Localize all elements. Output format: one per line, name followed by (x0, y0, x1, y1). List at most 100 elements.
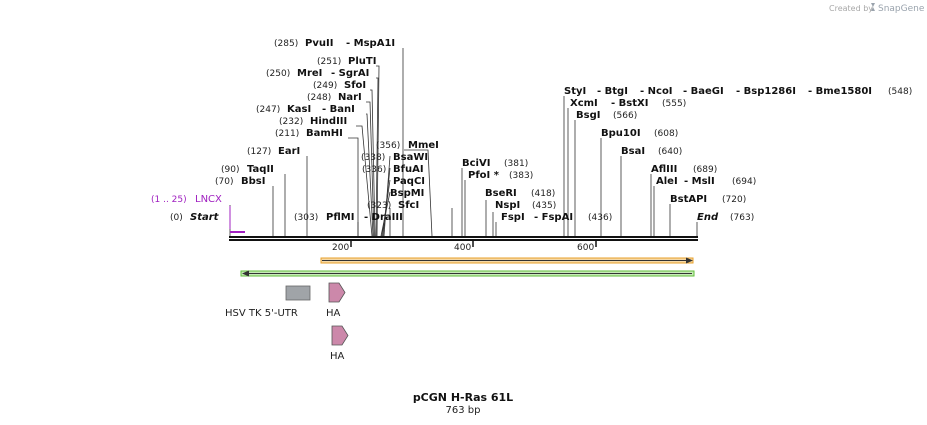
credit-brand: SnapGene (878, 4, 925, 14)
site-bstxi[interactable]: - BstXI (611, 98, 648, 109)
utr-feature-box[interactable] (285, 285, 311, 301)
site-pos-kasi: (247) (256, 105, 280, 115)
site-afliii[interactable]: AflIII (651, 164, 677, 175)
site-bstapi[interactable]: BstAPI (670, 194, 707, 205)
site-pos-pfoi: (383) (509, 171, 533, 181)
site-bbsi[interactable]: BbsI (241, 176, 265, 187)
site-end[interactable]: End (697, 212, 719, 223)
site-pos-bfuai: (336) (362, 165, 386, 175)
site-pos-fspi: (436) (588, 213, 612, 223)
site-pos-styi: (548) (888, 87, 912, 97)
site-bfuai[interactable]: BfuAI (393, 164, 424, 175)
site-eari[interactable]: EarI (278, 146, 300, 157)
site-pos-afliii: (689) (693, 165, 717, 175)
site-pos-nspi: (435) (532, 201, 556, 211)
site-pos-bsgi: (566) (613, 111, 637, 121)
site-styi[interactable]: StyI (564, 86, 586, 97)
site-baegi[interactable]: - BaeGI (683, 86, 724, 97)
site-bseri[interactable]: BseRI (485, 188, 517, 199)
site-alei[interactable]: AleI (656, 176, 678, 187)
site-bamhi[interactable]: BamHI (306, 128, 343, 139)
site-pos-nari: (248) (307, 93, 331, 103)
site-paqci[interactable]: PaqCI (393, 176, 425, 187)
site-start[interactable]: Start (190, 212, 220, 223)
primer-range: (1 .. 25) (151, 195, 187, 205)
site-bsp1286i[interactable]: - Bsp1286I (736, 86, 796, 97)
site-pos-bseri: (418) (531, 189, 555, 199)
snapgene-logo-icon (871, 3, 875, 11)
site-sfci[interactable]: SfcI (398, 200, 419, 211)
feature-label-utr: HSV TK 5'-UTR (225, 308, 298, 319)
ruler-label-400: 400 (454, 243, 471, 253)
site-bani[interactable]: - BanI (322, 104, 355, 115)
feature-label-ha: HA (326, 308, 341, 319)
backbone-bottom (229, 239, 698, 241)
ha-feature-arrow-icon[interactable] (328, 282, 346, 303)
feature-arrow-green[interactable] (240, 270, 695, 277)
site-xcmi[interactable]: XcmI (570, 98, 598, 109)
site-pos-end: (763) (730, 213, 754, 223)
site-taqii[interactable]: TaqII (247, 164, 274, 175)
site-btgi[interactable]: - BtgI (597, 86, 628, 97)
site-bcivi[interactable]: BciVI (462, 158, 490, 169)
map-title: pCGN H-Ras 61L (413, 391, 513, 404)
feature-label-ha-2: HA (330, 351, 345, 362)
site-pos-xcmi: (555) (662, 99, 686, 109)
ruler-label-200: 200 (332, 243, 349, 253)
site-pos-taqii: (90) (221, 165, 239, 175)
site-bsai[interactable]: BsaI (621, 146, 645, 157)
site-pos-bpu10i: (608) (654, 129, 678, 139)
primer-name[interactable]: LNCX (195, 194, 222, 205)
site-bspmi[interactable]: BspMI (390, 188, 424, 199)
site-pos-mrei: (250) (266, 69, 290, 79)
site-draiii[interactable]: - DraIII (364, 212, 403, 223)
site-pflmi[interactable]: PflMI (326, 212, 354, 223)
site-pos-bsai: (640) (658, 147, 682, 157)
site-sgrai[interactable]: - SgrAI (331, 68, 369, 79)
site-pluti[interactable]: PluTI (348, 56, 376, 67)
site-nspi[interactable]: NspI (495, 200, 520, 211)
site-lines (229, 48, 698, 237)
site-pos-hindiii: (232) (279, 117, 303, 127)
site-pos-bstapi: (720) (722, 195, 746, 205)
site-ncoi[interactable]: - NcoI (640, 86, 673, 97)
site-pos-eari: (127) (247, 147, 271, 157)
site-mmei[interactable]: MmeI (408, 140, 439, 151)
site-kasi[interactable]: KasI (287, 104, 311, 115)
map-length: 763 bp (446, 405, 481, 416)
site-mrei[interactable]: MreI (297, 68, 322, 79)
site-pfoi[interactable]: PfoI * (468, 170, 500, 181)
site-sfoi[interactable]: SfoI (344, 80, 366, 91)
site-pos-sfci: (323) (367, 201, 391, 211)
backbone-top (229, 236, 698, 238)
primer-bar[interactable] (230, 231, 245, 233)
site-pos-bcivi: (381) (504, 159, 528, 169)
site-bsgi[interactable]: BsgI (576, 110, 600, 121)
site-bsawi[interactable]: BsaWI (393, 152, 428, 163)
site-nari[interactable]: NarI (338, 92, 362, 103)
site-pos-alei: (694) (732, 177, 756, 187)
site-pvuii[interactable]: PvuII (305, 38, 333, 49)
site-hindiii[interactable]: HindIII (310, 116, 347, 127)
feature-arrow-orange[interactable] (320, 257, 694, 264)
site-msli[interactable]: - MslI (684, 176, 715, 187)
ruler-label-600: 600 (577, 243, 594, 253)
site-bpu10i[interactable]: Bpu10I (601, 128, 641, 139)
site-pos-sfoi: (249) (313, 81, 337, 91)
site-bme1580i[interactable]: - Bme1580I (808, 86, 872, 97)
site-mspa1i[interactable]: - MspA1I (346, 38, 395, 49)
credit-prefix: Created by (829, 4, 873, 13)
site-pos-pflmi: (303) (294, 213, 318, 223)
ha-feature-arrow-icon-2[interactable] (331, 325, 349, 346)
site-pos-bsawi: (338) (361, 153, 385, 163)
site-fspi[interactable]: FspI (501, 212, 525, 223)
site-pos-start: (0) (170, 213, 183, 223)
site-pos-bamhi: (211) (275, 129, 299, 139)
site-pos-bbsi: (70) (215, 177, 233, 187)
site-pos-pluti: (251) (317, 57, 341, 67)
site-pos-mmei: (356) (376, 141, 400, 151)
site-pos-pvuii: (285) (274, 39, 298, 49)
site-fspai[interactable]: - FspAI (534, 212, 573, 223)
